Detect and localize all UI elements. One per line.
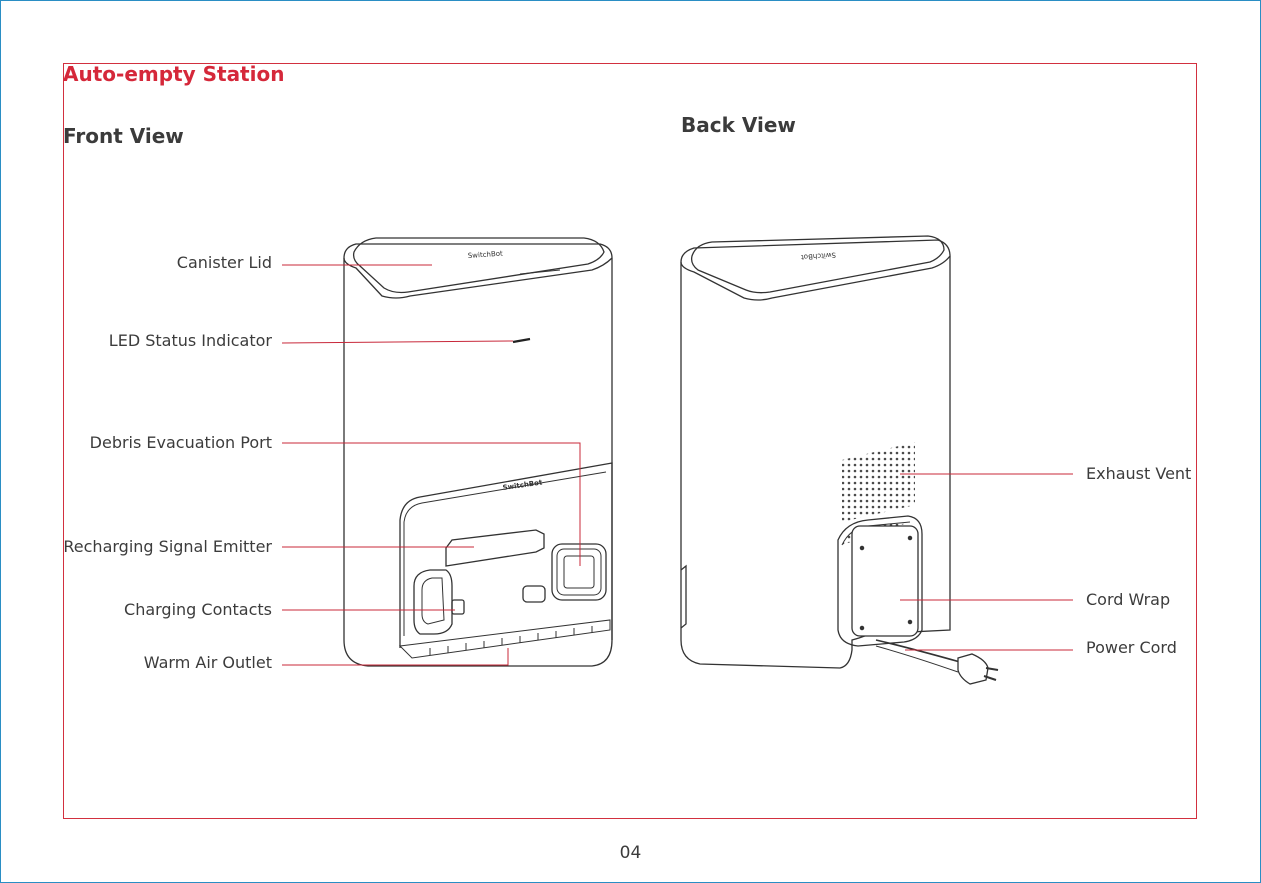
debris-evacuation-port [552,544,606,600]
exhaust-vent [842,442,915,522]
front-station-drawing: SwitchBot SwitchBot [344,238,612,666]
cord-wrap [852,526,918,636]
power-plug [958,654,988,684]
warm-air-outlet [400,620,610,658]
back-station-drawing: SwitchBot [681,236,998,684]
leader-led-status-indicator [282,341,513,343]
leader-warm-air-outlet [282,648,508,665]
recharging-signal-emitter [446,530,544,566]
front-base-brand: SwitchBot [502,478,543,492]
back-lid-brand: SwitchBot [801,251,837,261]
led-status-indicator [513,339,530,342]
front-lid-brand: SwitchBot [468,250,504,260]
charging-contacts [414,570,452,634]
leader-debris-evacuation-port [282,443,580,566]
